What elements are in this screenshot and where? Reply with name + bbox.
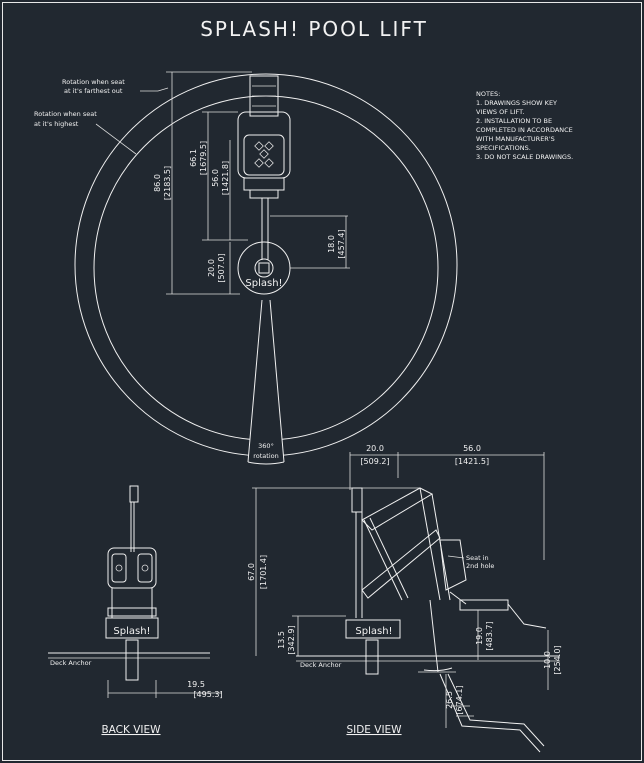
- side-dim-top20-mm: [509.2]: [360, 457, 389, 466]
- note-line: 3. DO NOT SCALE DRAWINGS.: [476, 153, 573, 161]
- dim-56: 56.0: [211, 169, 220, 187]
- note-line: SPECIFICATIONS.: [476, 144, 531, 152]
- side-dim-26-mm: [674.1]: [455, 685, 464, 714]
- back-view: Splash! Deck Anchor 19.5 [495.3] BACK VI…: [48, 485, 223, 736]
- dim-56-mm: [1421.8]: [221, 161, 230, 195]
- side-dim-67-mm: [1701.4]: [259, 555, 268, 589]
- seat-note: Seat in: [466, 554, 489, 562]
- rotation-label: 360°: [258, 442, 274, 450]
- dim-18: 18.0: [327, 235, 336, 253]
- back-dim-19-mm: [495.3]: [193, 690, 222, 699]
- back-deck-anchor-label: Deck Anchor: [50, 659, 92, 667]
- side-view-label: SIDE VIEW: [346, 724, 402, 736]
- notes-block: NOTES: 1. DRAWINGS SHOW KEY VIEWS OF LIF…: [476, 90, 573, 161]
- side-dim-26: 26.5: [445, 691, 454, 709]
- dim-86: 86.0: [153, 174, 162, 192]
- rotation-label-2: rotation: [253, 452, 279, 460]
- callout-farthest: Rotation when seat: [62, 78, 125, 86]
- callout-highest-2: at it's highest: [34, 120, 79, 128]
- back-base: [105, 617, 159, 639]
- side-dim-19-mm: [483.7]: [485, 621, 494, 650]
- note-line: WITH MANUFACTURER'S: [476, 135, 555, 143]
- drawing-title: SPLASH! POOL LIFT: [200, 17, 428, 41]
- side-dim-top56-mm: [1421.5]: [455, 457, 489, 466]
- side-deck-anchor: [365, 639, 379, 675]
- back-dim-19: 19.5: [187, 680, 205, 689]
- seat: [237, 111, 291, 179]
- side-dim-10: 10.0: [543, 651, 552, 669]
- side-base-label: Splash!: [355, 626, 392, 637]
- dim-20-mm: [507.0]: [217, 253, 226, 282]
- back-base-label: Splash!: [113, 626, 150, 637]
- back-seat: [107, 547, 157, 589]
- note-line: VIEWS OF LIFT.: [476, 108, 524, 116]
- seat-bracket: [243, 177, 285, 191]
- note-line: COMPLETED IN ACCORDANCE: [476, 126, 573, 134]
- top-base-label: Splash!: [245, 278, 282, 289]
- side-dim-13-mm: [342.9]: [287, 625, 296, 654]
- side-base: [345, 619, 401, 639]
- callout-highest: Rotation when seat: [34, 110, 97, 118]
- back-deck-anchor: [125, 639, 139, 681]
- side-view: 20.0 [509.2] 56.0 [1421.5] 67.0 [1701.4]…: [247, 444, 562, 753]
- side-dim-top56: 56.0: [463, 444, 481, 453]
- callout-farthest-2: at it's farthest out: [64, 87, 123, 95]
- seat-note-2: 2nd hole: [466, 562, 494, 570]
- side-dim-top20: 20.0: [366, 444, 384, 453]
- dim-66: 66.1: [189, 149, 198, 167]
- note-line: 2. INSTALLATION TO BE: [476, 117, 552, 125]
- side-dim-13: 13.5: [277, 631, 286, 649]
- dim-18-mm: [457.4]: [337, 229, 346, 258]
- side-dim-10-mm: [254.0]: [553, 645, 562, 674]
- dim-66-mm: [1679.5]: [199, 141, 208, 175]
- side-seat: [459, 599, 509, 611]
- note-line: 1. DRAWINGS SHOW KEY: [476, 99, 557, 107]
- notes-heading: NOTES:: [476, 90, 500, 98]
- dim-86-mm: [2183.5]: [163, 166, 172, 200]
- top-view: 360° rotation Splash! 86.0 [2183: [34, 71, 458, 465]
- side-dim-19: 19.0: [475, 627, 484, 645]
- seat-holes: [254, 141, 274, 168]
- side-dim-67: 67.0: [247, 563, 256, 581]
- side-deck-anchor-label: Deck Anchor: [300, 661, 342, 669]
- side-seat-back: [439, 539, 467, 591]
- back-view-label: BACK VIEW: [101, 724, 161, 736]
- footrest: [249, 75, 279, 117]
- dim-20: 20.0: [207, 259, 216, 277]
